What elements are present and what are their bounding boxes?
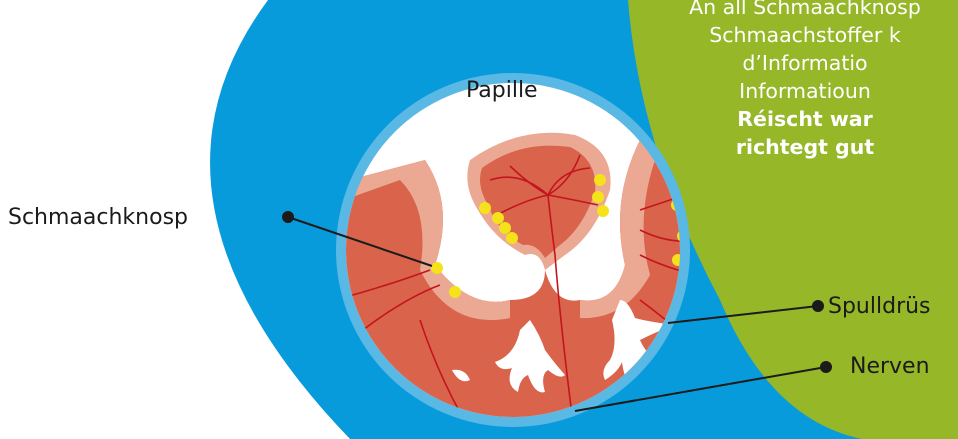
green-panel-line-4: Informatioun	[640, 77, 958, 105]
green-panel-bold-1: Réischt war	[640, 105, 958, 133]
green-panel-line-2: Schmaachstoffer k	[640, 21, 958, 49]
green-panel-line-1: An all Schmaachknosp	[640, 0, 958, 21]
label-papille: Papille	[466, 80, 538, 102]
label-spulldrues: Spulldrüs	[828, 296, 931, 318]
label-schmaachknosp: Schmaachknosp	[8, 207, 188, 229]
nerven-dot	[821, 362, 831, 372]
schmaachknosp-dot	[283, 212, 293, 222]
green-panel-line-3: d’Informatio	[640, 49, 958, 77]
green-panel-bold-2: richtegt gut	[640, 133, 958, 161]
green-panel-text: An all Schmaachknosp Schmaachstoffer k d…	[640, 0, 958, 161]
label-nerven: Nerven	[850, 356, 930, 378]
spulldrues-dot	[813, 301, 823, 311]
